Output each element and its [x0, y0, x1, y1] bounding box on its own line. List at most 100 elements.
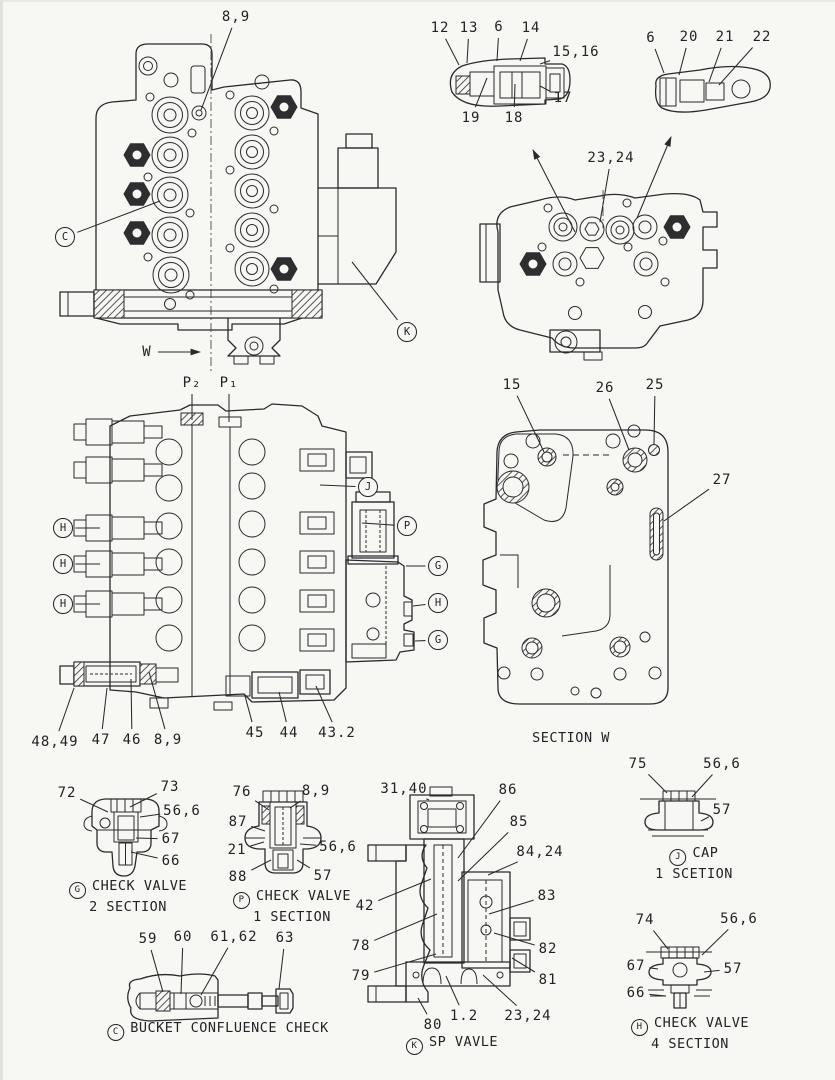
- leader-line: [315, 685, 333, 723]
- callout-label-23,24: 23,24: [587, 150, 635, 166]
- section-marker-C: C: [55, 227, 75, 247]
- callout-label-21: 21: [227, 842, 247, 858]
- section-marker-G: G: [428, 556, 448, 576]
- leader-line: [457, 800, 501, 859]
- callout-label-18: 18: [504, 110, 524, 126]
- leader-line: [250, 859, 272, 871]
- callout-label-6: 6: [646, 30, 656, 46]
- callout-label-17: 17: [553, 90, 573, 106]
- callout-label-74: 74: [635, 912, 655, 928]
- view-title-text: 2 SECTION: [89, 898, 167, 915]
- leader-line: [278, 948, 285, 990]
- leader-line: [445, 38, 460, 66]
- leader-line: [254, 800, 270, 811]
- callout-label-63: 63: [275, 930, 295, 946]
- leader-line: [457, 832, 509, 882]
- leader-line: [663, 488, 710, 522]
- leader-line: [319, 484, 356, 488]
- section-marker-H: H: [53, 554, 73, 574]
- callout-label-27: 27: [712, 472, 732, 488]
- leader-line: [250, 841, 265, 847]
- callout-label-84,24: 84,24: [516, 844, 564, 860]
- leader-line: [374, 913, 438, 941]
- leader-line: [180, 947, 184, 995]
- callout-label-79: 79: [351, 968, 371, 984]
- leader-line: [135, 837, 158, 840]
- leader-line: [251, 825, 266, 832]
- leader-line: [148, 671, 166, 730]
- leader-line: [516, 395, 545, 453]
- leader-line: [139, 813, 161, 818]
- leader-line: [58, 687, 75, 732]
- callout-label-60: 60: [173, 929, 193, 945]
- view-title-text: 1 SCETION: [655, 865, 733, 882]
- callout-label-57: 57: [313, 868, 333, 884]
- view-title-marker-J: J: [669, 848, 687, 866]
- leader-line: [289, 800, 301, 809]
- callout-label-P₁: P₁: [219, 375, 239, 391]
- callout-label-80: 80: [423, 1017, 443, 1033]
- section-marker-K: K: [397, 322, 417, 342]
- leader-line: [200, 947, 229, 996]
- callout-label-47: 47: [91, 732, 111, 748]
- callout-label-67: 67: [161, 831, 181, 847]
- leader-line: [599, 168, 610, 223]
- valve-assembly-top-view-drawing: [59, 34, 397, 372]
- callout-label-66: 66: [626, 985, 646, 1001]
- leader-line: [513, 83, 516, 108]
- leader-line: [412, 603, 426, 607]
- leader-line: [130, 851, 158, 859]
- leader-line: [691, 774, 713, 798]
- leader-line: [539, 85, 551, 92]
- leader-line: [649, 993, 667, 997]
- leader-line: [718, 47, 753, 86]
- spool-end-detail-a-drawing: [449, 57, 571, 107]
- spool-end-detail-b-drawing: [654, 65, 771, 113]
- leader-line: [652, 930, 669, 950]
- leader-line: [703, 969, 720, 973]
- callout-label-81: 81: [538, 972, 558, 988]
- view-title-marker-C: C: [107, 1023, 125, 1041]
- leader-line: [649, 967, 659, 970]
- view-title: SECTION W: [532, 730, 610, 746]
- leader-line: [466, 38, 469, 64]
- section-marker-H: H: [53, 518, 73, 538]
- leader-line: [654, 48, 665, 74]
- callout-label-73: 73: [160, 779, 180, 795]
- callout-label-15: 15: [502, 377, 522, 393]
- callout-label-26: 26: [595, 380, 615, 396]
- leader-line: [77, 200, 161, 233]
- view-title-text: SP VAVLE: [428, 1034, 499, 1050]
- callout-label-22: 22: [752, 29, 772, 45]
- callout-label-19: 19: [461, 110, 481, 126]
- leader-line: [79, 798, 109, 813]
- view-title-text: SECTION W: [532, 730, 610, 746]
- leader-line: [129, 793, 158, 808]
- callout-label-W: W: [142, 344, 152, 360]
- view-title: J CAP 1 SCETION: [655, 845, 733, 882]
- callout-label-13: 13: [459, 20, 479, 36]
- leader-line: [519, 38, 528, 62]
- callout-label-57: 57: [712, 802, 732, 818]
- leader-line: [708, 47, 722, 83]
- view-title-text: CHECK VALVE: [654, 1015, 749, 1031]
- view-title-marker-H: H: [631, 1018, 649, 1036]
- leader-line: [130, 678, 133, 730]
- section-w-plate-drawing: [482, 424, 669, 705]
- callout-label-1.2: 1.2: [449, 1008, 479, 1024]
- view-title-text: CAP: [692, 845, 719, 861]
- leader-line: [296, 859, 311, 869]
- leader-line: [244, 695, 253, 723]
- view-title-text: BUCKET CONFLUENCE CHECK: [130, 1020, 329, 1036]
- callout-label-14: 14: [521, 20, 541, 36]
- view-title-text: 1 SECTION: [253, 908, 331, 925]
- leader-line: [299, 843, 317, 846]
- leader-line: [150, 949, 164, 993]
- view-title-text: 4 SECTION: [651, 1035, 729, 1052]
- callout-label-56,6: 56,6: [703, 756, 741, 772]
- leader-line: [493, 932, 535, 946]
- callout-label-67: 67: [626, 958, 646, 974]
- view-title-marker-G: G: [69, 881, 87, 899]
